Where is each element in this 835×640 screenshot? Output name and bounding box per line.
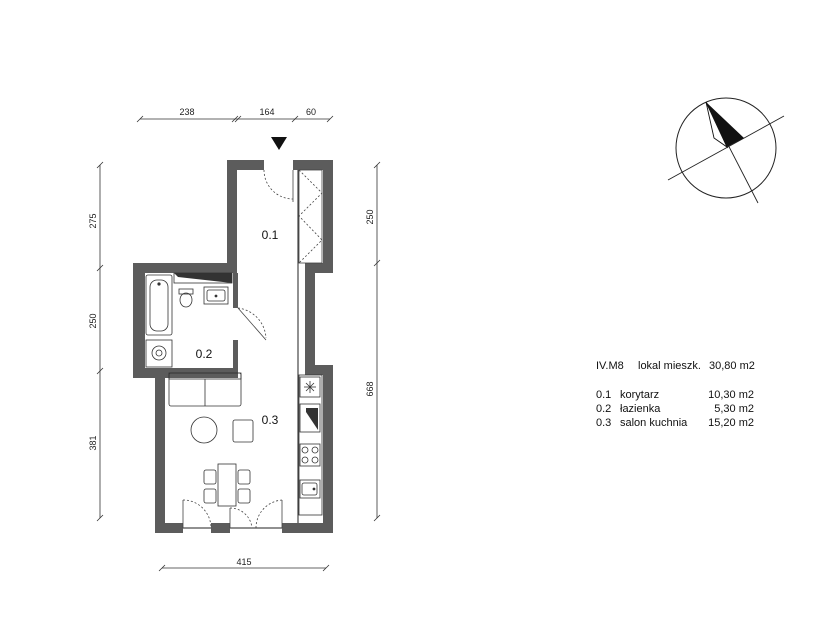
wardrobe (298, 169, 323, 264)
entrance-door (263, 169, 294, 202)
coffee-table (190, 416, 218, 444)
legend-room-id: 0.3 (596, 417, 612, 429)
legend-unit-label: lokal mieszk. (638, 360, 701, 372)
dim-left-1: 275 (88, 213, 98, 228)
dimension-lines (96, 115, 381, 572)
legend-room-name: korytarz (620, 389, 660, 401)
dim-left-3: 381 (88, 435, 98, 450)
dining-set (203, 463, 251, 507)
dim-top-3: 60 (306, 107, 316, 117)
bathtub (145, 274, 173, 336)
legend-unit-area: 30,80 m2 (709, 360, 755, 372)
balcony-door-left (182, 499, 212, 529)
armchair (232, 419, 254, 443)
legend-room-area: 15,20 m2 (708, 417, 754, 429)
bath-cabinet (173, 272, 233, 284)
room-label-corridor: 0.1 (262, 228, 279, 242)
legend-room-name: łazienka (620, 403, 661, 415)
dim-left-2: 250 (88, 313, 98, 328)
toilet (178, 288, 194, 308)
legend-unit-id: IV.M8 (596, 360, 624, 372)
legend-row: 0.3 salon kuchnia 15,20 m2 (596, 417, 771, 431)
bathroom-door (237, 307, 267, 341)
kitchen-sink (299, 479, 321, 499)
north-arrow-icon (667, 97, 785, 204)
sofa (168, 372, 242, 407)
fridge (299, 376, 321, 398)
walls (133, 160, 333, 533)
snowflake-icon (304, 381, 316, 393)
dim-right-total: 668 (365, 381, 375, 396)
legend-room-id: 0.1 (596, 389, 612, 401)
area-legend: IV.M8 lokal mieszk. 30,80 m2 0.1 korytar… (596, 360, 771, 440)
dim-top-1: 238 (179, 107, 194, 117)
legend-room-id: 0.2 (596, 403, 612, 415)
legend-room-area: 10,30 m2 (708, 389, 754, 401)
room-label-living-kitchen: 0.3 (262, 413, 279, 427)
oven-cabinet (299, 403, 321, 433)
legend-unit-row: IV.M8 lokal mieszk. 30,80 m2 (596, 360, 771, 374)
kitchen-counter (298, 374, 323, 516)
legend-room-name: salon kuchnia (620, 417, 688, 429)
washbasin (203, 286, 229, 305)
legend-row: 0.2 łazienka 5,30 m2 (596, 403, 771, 417)
dim-right-1: 250 (365, 209, 375, 224)
dim-top-2: 164 (259, 107, 274, 117)
balcony-door-right (229, 499, 283, 529)
room-label-bathroom: 0.2 (196, 347, 213, 361)
legend-room-area: 5,30 m2 (714, 403, 754, 415)
entrance-arrow-icon (271, 137, 287, 150)
shower-tray (145, 339, 173, 368)
dim-bottom: 415 (236, 557, 251, 567)
legend-row: 0.1 korytarz 10,30 m2 (596, 389, 771, 403)
cooktop (299, 443, 321, 467)
